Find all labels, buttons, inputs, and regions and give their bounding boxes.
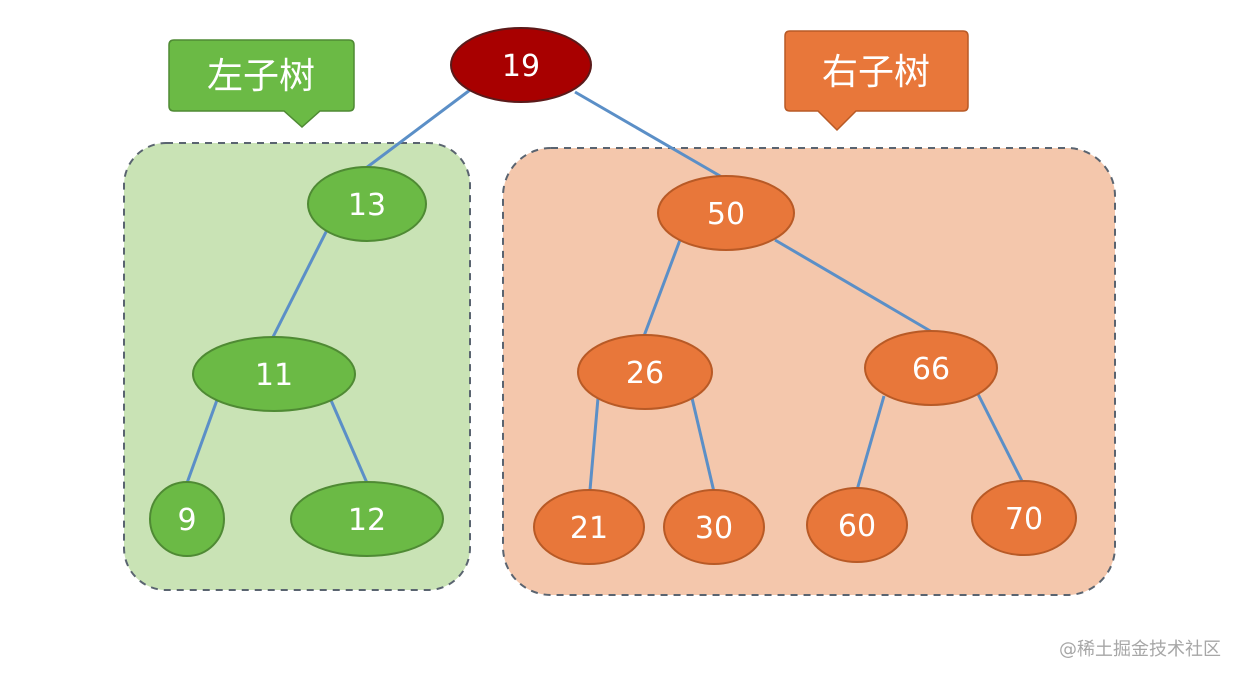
node-60: 60	[806, 487, 908, 563]
node-26-label: 26	[626, 356, 664, 391]
node-60-label: 60	[838, 509, 876, 544]
edge-19-50	[574, 90, 728, 182]
edge-66-60	[855, 395, 886, 491]
node-66: 66	[864, 330, 998, 406]
node-26: 26	[577, 334, 713, 410]
node-50-label: 50	[707, 197, 745, 232]
right-subtree-callout: 右子树	[784, 30, 969, 132]
node-30-label: 30	[695, 511, 733, 546]
edge-13-11	[271, 229, 329, 338]
edge-50-66	[774, 238, 933, 334]
left-subtree-callout: 左子树	[168, 39, 355, 129]
node-9: 9	[149, 481, 225, 557]
edge-11-9	[185, 399, 219, 484]
node-21: 21	[533, 489, 645, 565]
left-subtree-label: 左子树	[207, 56, 315, 97]
node-70: 70	[971, 480, 1077, 556]
node-50: 50	[657, 175, 795, 251]
edge-19-13	[361, 88, 471, 173]
node-13: 13	[307, 166, 427, 242]
node-11-label: 11	[255, 358, 293, 393]
right-subtree-label: 右子树	[822, 52, 930, 93]
node-70-label: 70	[1005, 502, 1043, 537]
watermark: @稀土掘金技术社区	[1059, 639, 1221, 660]
right-subtree-region	[502, 147, 1116, 596]
node-13-label: 13	[348, 188, 386, 223]
edge-66-70	[976, 393, 1026, 486]
node-9-label: 9	[177, 503, 196, 538]
node-19-label: 19	[502, 49, 540, 84]
node-19: 19	[450, 27, 592, 103]
node-12-label: 12	[348, 503, 386, 538]
tree-edges	[185, 88, 1026, 493]
edge-26-30	[690, 397, 716, 493]
node-12: 12	[290, 481, 444, 557]
node-66-label: 66	[912, 352, 950, 387]
edge-50-26	[642, 239, 682, 337]
edge-26-21	[588, 397, 600, 491]
edge-11-12	[328, 397, 369, 484]
node-21-label: 21	[570, 511, 608, 546]
node-11: 11	[192, 336, 356, 412]
node-30: 30	[663, 489, 765, 565]
